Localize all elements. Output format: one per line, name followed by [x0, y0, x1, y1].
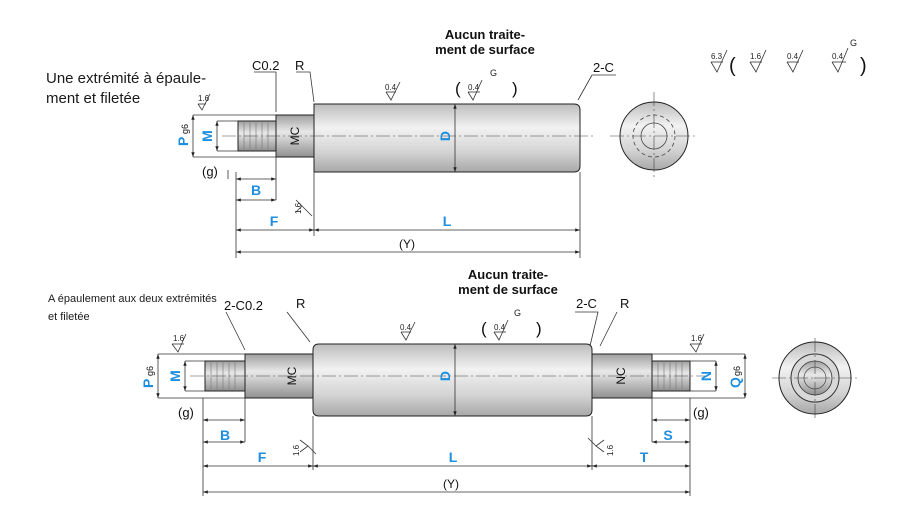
top-dim-P-tol: g6 [180, 124, 190, 134]
top-dim-MC: MC [288, 126, 302, 145]
top-label-g: (g) [202, 164, 218, 179]
top-roughness-G: ( 0.4 G ) [455, 68, 518, 101]
top-shaft [222, 103, 596, 173]
bottom-dim-N: N [698, 371, 714, 381]
top-radius: R [295, 58, 304, 73]
svg-text:1.6: 1.6 [292, 444, 301, 456]
top-dim-M: M [199, 130, 215, 142]
svg-text:1.6: 1.6 [606, 444, 615, 456]
svg-text:1.6: 1.6 [294, 202, 303, 214]
bottom-end-view [772, 338, 858, 418]
svg-text:0.4: 0.4 [385, 83, 397, 92]
svg-text:G: G [490, 68, 497, 78]
bottom-dim-T: T [640, 449, 649, 465]
bottom-dim-S: S [663, 427, 672, 443]
svg-text:(: ( [455, 79, 461, 98]
top-chamfer-shoulder: C0.2 [252, 58, 279, 73]
bottom-chamfer-end: 2-C [576, 296, 597, 311]
bottom-roughness-shoulder-right: 1.6 [587, 437, 615, 456]
bottom-dim-D: D [437, 371, 453, 381]
bottom-dimensions [156, 311, 747, 496]
bottom-label-g-right: (g) [693, 405, 709, 420]
bottom-caption-line1: A épaulement aux deux extrémités [48, 293, 217, 305]
svg-text:): ) [536, 319, 542, 338]
svg-text:G: G [850, 38, 857, 48]
bottom-label-g-left: (g) [178, 405, 194, 420]
legend-paren-open: ( [729, 55, 736, 77]
top-end-view [610, 92, 698, 180]
svg-text:0.4: 0.4 [468, 83, 480, 92]
bottom-dim-P: P [140, 379, 156, 388]
svg-text:1.6: 1.6 [691, 334, 703, 343]
bottom-dim-Q: Q [727, 377, 743, 388]
bottom-dim-L: L [449, 449, 458, 465]
top-dimensions [191, 71, 616, 258]
top-shoulder-section [275, 114, 315, 158]
bottom-dim-B: B [220, 427, 230, 443]
top-surface-note-line2: ment de surface [435, 42, 535, 57]
top-dim-P: P [175, 137, 191, 146]
bottom-roughness-shoulder-left: 1.6 [292, 439, 317, 456]
top-dim-B: B [251, 182, 261, 198]
bottom-radius-left: R [296, 296, 305, 311]
svg-text:0.4: 0.4 [494, 323, 506, 332]
legend-value-2: 0.4 [786, 49, 804, 73]
bottom-roughness-body: 0.4 [400, 321, 416, 341]
svg-text:0.4: 0.4 [787, 52, 799, 61]
svg-text:6.3: 6.3 [711, 52, 723, 61]
bottom-chamfer-shoulder: 2-C0.2 [224, 298, 263, 313]
bottom-dim-Q-tol: g6 [732, 366, 742, 376]
top-caption-line2: ment et filetée [46, 90, 140, 107]
top-caption-line1: Une extrémité à épaule- [46, 70, 206, 87]
roughness-legend: 6.3 ( 1.6 0.4 0.4 G ) [710, 38, 867, 77]
top-roughness-body: 0.4 [385, 81, 401, 101]
top-roughness-shoulder: 1.6 [294, 199, 313, 217]
svg-text:1.6: 1.6 [750, 52, 762, 61]
bottom-surface-note-line2: ment de surface [458, 282, 558, 297]
bottom-dim-NC: NC [614, 367, 628, 385]
bottom-shaft [190, 343, 708, 417]
bottom-radius-right: R [620, 296, 629, 311]
svg-text:1.6: 1.6 [173, 334, 185, 343]
top-surface-note-line1: Aucun traite- [445, 27, 525, 42]
bottom-dim-Y: (Y) [443, 477, 459, 491]
bottom-surface-note-line1: Aucun traite- [468, 267, 548, 282]
bottom-roughness-thread-left: 1.6 [171, 333, 187, 353]
top-view: Une extrémité à épaule- ment et filetée … [46, 27, 698, 258]
bottom-roughness-thread-right: 1.6 [689, 333, 705, 353]
top-dim-D: D [437, 131, 453, 141]
svg-text:0.4: 0.4 [832, 52, 844, 61]
top-chamfer-end: 2-C [593, 60, 614, 75]
bottom-dim-F: F [258, 449, 267, 465]
bottom-dim-MC: MC [285, 366, 299, 385]
top-main-body [313, 103, 581, 173]
svg-text:0.4: 0.4 [400, 323, 412, 332]
bottom-roughness-G: ( 0.4 G ) [481, 308, 542, 341]
bottom-view: A épaulement aux deux extrémités et file… [48, 267, 858, 496]
legend-paren-close: ) [860, 55, 867, 77]
legend-value-3: 0.4 G [831, 38, 857, 73]
bottom-dim-P-tol: g6 [145, 366, 155, 376]
bottom-caption-line2: et filetée [48, 311, 90, 323]
top-roughness-thread: 1.6 [197, 93, 211, 111]
top-dim-L: L [443, 213, 452, 229]
svg-text:): ) [512, 79, 518, 98]
bottom-dim-M: M [167, 370, 183, 382]
svg-text:G: G [514, 308, 521, 318]
legend-general: 6.3 [710, 49, 728, 73]
svg-text:(: ( [481, 319, 487, 338]
legend-value-1: 1.6 [749, 49, 767, 73]
top-dim-F: F [270, 213, 279, 229]
top-dim-Y: (Y) [399, 237, 415, 251]
bottom-main-body [312, 343, 593, 417]
svg-text:1.6: 1.6 [198, 94, 210, 103]
